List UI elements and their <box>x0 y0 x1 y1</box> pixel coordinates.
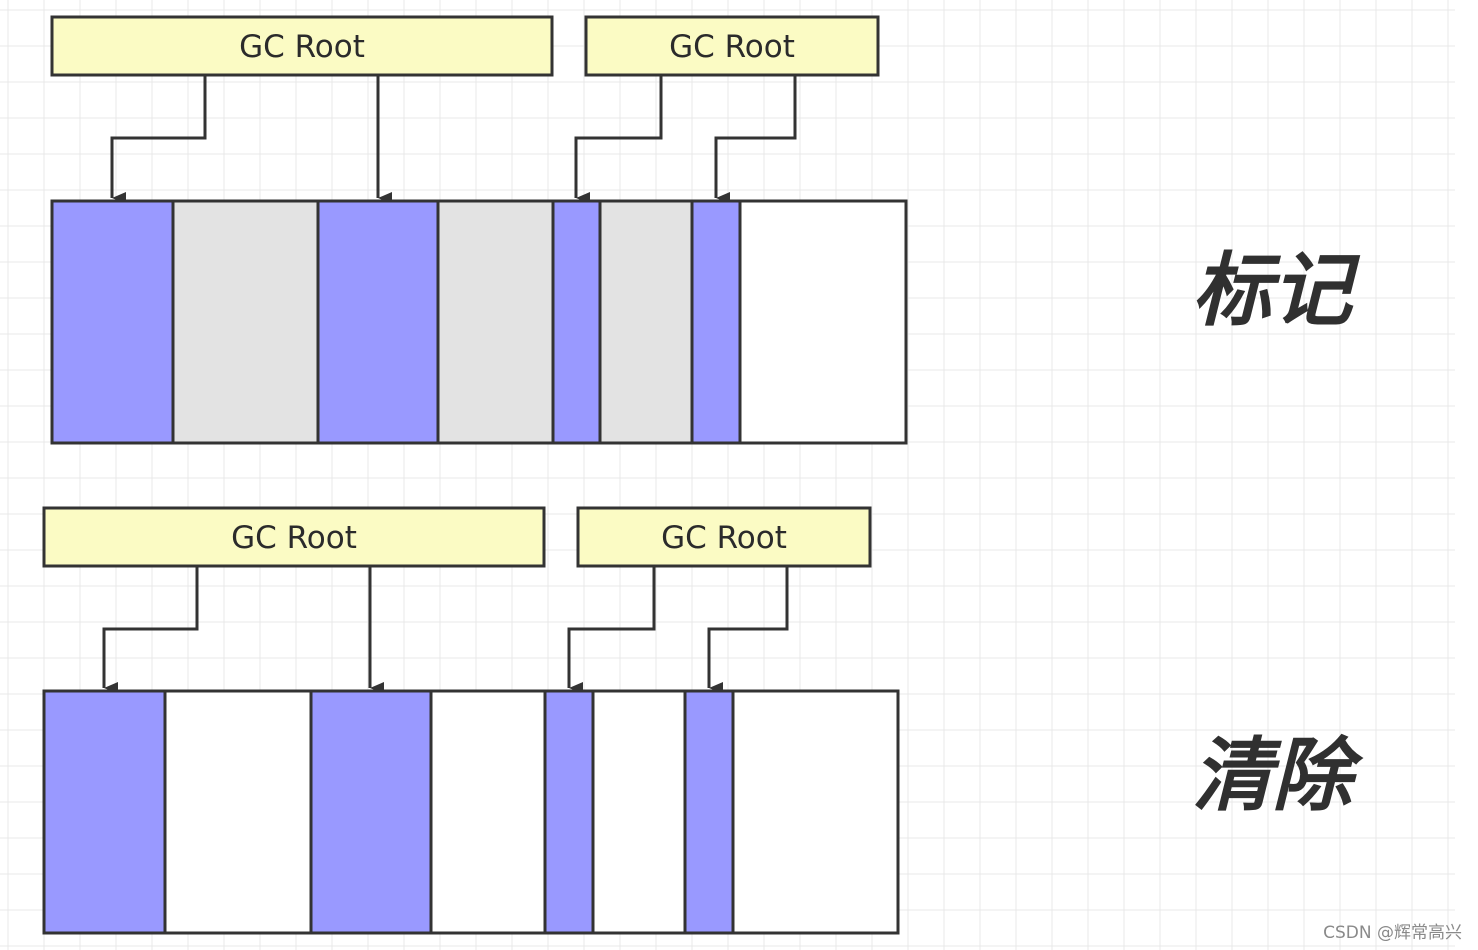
gc-root-box <box>584 15 880 77</box>
gc-root-label: GC Root <box>239 29 365 65</box>
heap-block-live <box>309 689 433 935</box>
heap-block-free <box>731 689 900 935</box>
watermark: CSDN @辉常高兴 <box>1323 923 1462 943</box>
stage-label-mark: 标记 <box>1192 244 1361 337</box>
reference-arrow <box>567 566 656 694</box>
heap-block-live <box>551 199 602 445</box>
reference-arrow <box>707 566 789 694</box>
gc-root-label: GC Root <box>661 520 787 556</box>
gc-root-box <box>42 506 546 568</box>
heap-block-garbage <box>436 199 555 445</box>
reference-arrow <box>102 566 199 694</box>
gc-root-label: GC Root <box>231 520 357 556</box>
heap-block-live <box>543 689 595 935</box>
panel-mark: GC Root GC Root 标记 <box>50 15 1361 445</box>
heap-block-live <box>42 689 167 935</box>
stage-label-sweep: 清除 <box>1192 729 1364 822</box>
panel-sweep: GC Root GC Root 清除 <box>42 506 1364 935</box>
heap-block-free <box>591 689 687 935</box>
heap-block-live <box>690 199 742 445</box>
heap-block-live <box>683 689 735 935</box>
heap-block-live <box>316 199 440 445</box>
gc-root-box <box>50 15 554 77</box>
reference-arrow <box>574 75 663 204</box>
heap-memory-sweep <box>42 689 900 935</box>
gc-root-box <box>576 506 872 568</box>
heap-block-garbage <box>171 199 320 445</box>
heap-block-garbage <box>598 199 694 445</box>
heap-block-free <box>163 689 313 935</box>
heap-block-free <box>738 199 908 445</box>
reference-arrow <box>714 75 797 204</box>
heap-block-free <box>429 689 547 935</box>
gc-root-label: GC Root <box>669 29 795 65</box>
reference-arrow <box>110 75 207 204</box>
heap-memory-mark <box>50 199 908 445</box>
heap-block-live <box>50 199 175 445</box>
